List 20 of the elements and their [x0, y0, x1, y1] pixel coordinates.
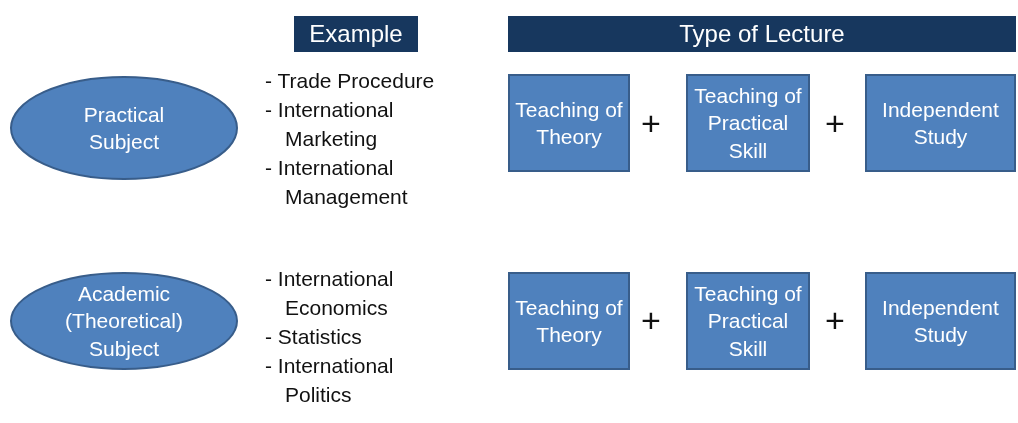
subject-ellipse: Academic (Theoretical) Subject — [10, 272, 238, 370]
example-item: - International Politics — [265, 353, 395, 408]
lecture-box: Teaching of Theory — [508, 272, 630, 370]
example-item: - Trade Procedure — [265, 68, 436, 94]
example-item: - International Management — [265, 155, 409, 210]
subject-ellipse: Practical Subject — [10, 76, 238, 180]
lecture-box: Teaching of Practical Skill — [686, 74, 810, 172]
lecture-box: Teaching of Theory — [508, 74, 630, 172]
plus-sign: + — [641, 303, 661, 337]
example-item: - International Marketing — [265, 97, 395, 152]
example-item: - International Economics — [265, 266, 395, 321]
header-bar: Example — [294, 16, 418, 52]
plus-sign: + — [641, 106, 661, 140]
lecture-box: Teaching of Practical Skill — [686, 272, 810, 370]
lecture-box: Independent Study — [865, 272, 1016, 370]
plus-sign: + — [825, 303, 845, 337]
plus-sign: + — [825, 106, 845, 140]
example-item: - Statistics — [265, 324, 363, 350]
lecture-box: Independent Study — [865, 74, 1016, 172]
header-bar: Type of Lecture — [508, 16, 1016, 52]
